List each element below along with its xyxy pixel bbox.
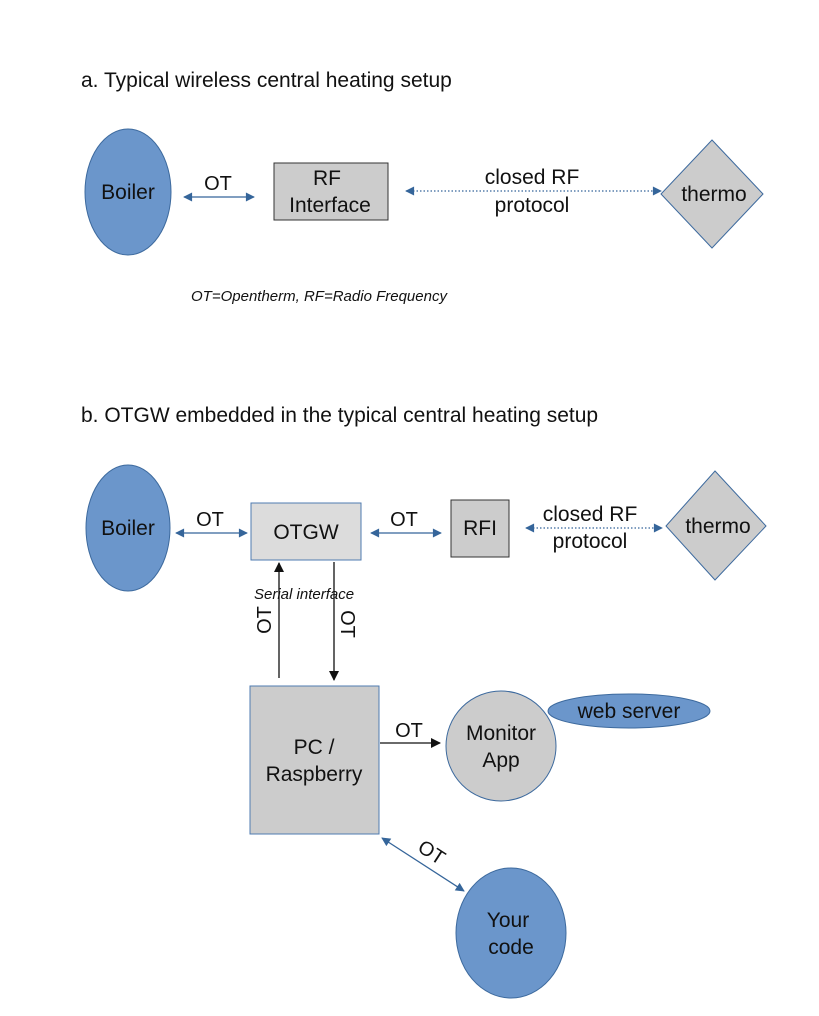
ot-label-down: OT <box>336 610 358 638</box>
section-a-title: a. Typical wireless central heating setu… <box>81 69 452 92</box>
serial-interface-label: Serial interface <box>254 586 354 603</box>
boiler-node-b <box>85 464 171 592</box>
closed-rf-label-b-line1: closed RF <box>543 503 638 526</box>
monitor-label-line1: Monitor <box>466 722 536 745</box>
pc-label-line2: Raspberry <box>266 763 363 786</box>
footnote: OT=Opentherm, RF=Radio Frequency <box>191 288 448 305</box>
closed-rf-label-a-line1: closed RF <box>485 166 580 189</box>
code-label-line2: code <box>488 936 534 959</box>
ot-label-a: OT <box>204 173 232 195</box>
closed-rf-label-a-line2: protocol <box>495 194 570 217</box>
pc-raspberry-box <box>249 685 380 835</box>
ot-label-boiler-otgw: OT <box>196 509 224 531</box>
boiler-label-b: Boiler <box>101 517 155 540</box>
thermo-label-b: thermo <box>685 515 750 538</box>
boiler-node-a <box>84 128 172 256</box>
closed-rf-label-b-line2: protocol <box>553 530 628 553</box>
monitor-label-line2: App <box>482 749 519 772</box>
monitor-app-node <box>445 690 557 802</box>
your-code-node <box>455 867 567 999</box>
ot-label-monitor: OT <box>395 720 423 742</box>
ot-label-otgw-rfi: OT <box>390 509 418 531</box>
ot-label-up: OT <box>254 606 276 634</box>
thermo-node-a <box>660 139 764 249</box>
ot-label-code: OT <box>414 836 449 870</box>
rf-interface-label-line2: Interface <box>289 194 371 217</box>
thermo-node-b <box>665 470 767 581</box>
rf-interface-label-line1: RF <box>313 167 341 190</box>
rfi-box <box>450 499 510 558</box>
otgw-box <box>250 502 362 561</box>
ot-arrow-pc-code <box>381 837 465 892</box>
web-server-label: web server <box>577 700 681 723</box>
otgw-label: OTGW <box>273 521 338 544</box>
web-server-node <box>547 693 711 729</box>
boiler-label-a: Boiler <box>101 181 155 204</box>
section-b-title: b. OTGW embedded in the typical central … <box>81 404 598 427</box>
rfi-label: RFI <box>463 517 497 540</box>
rf-interface-box <box>273 162 389 221</box>
thermo-label-a: thermo <box>681 183 746 206</box>
code-label-line1: Your <box>487 909 529 932</box>
pc-label-line1: PC / <box>294 736 335 759</box>
